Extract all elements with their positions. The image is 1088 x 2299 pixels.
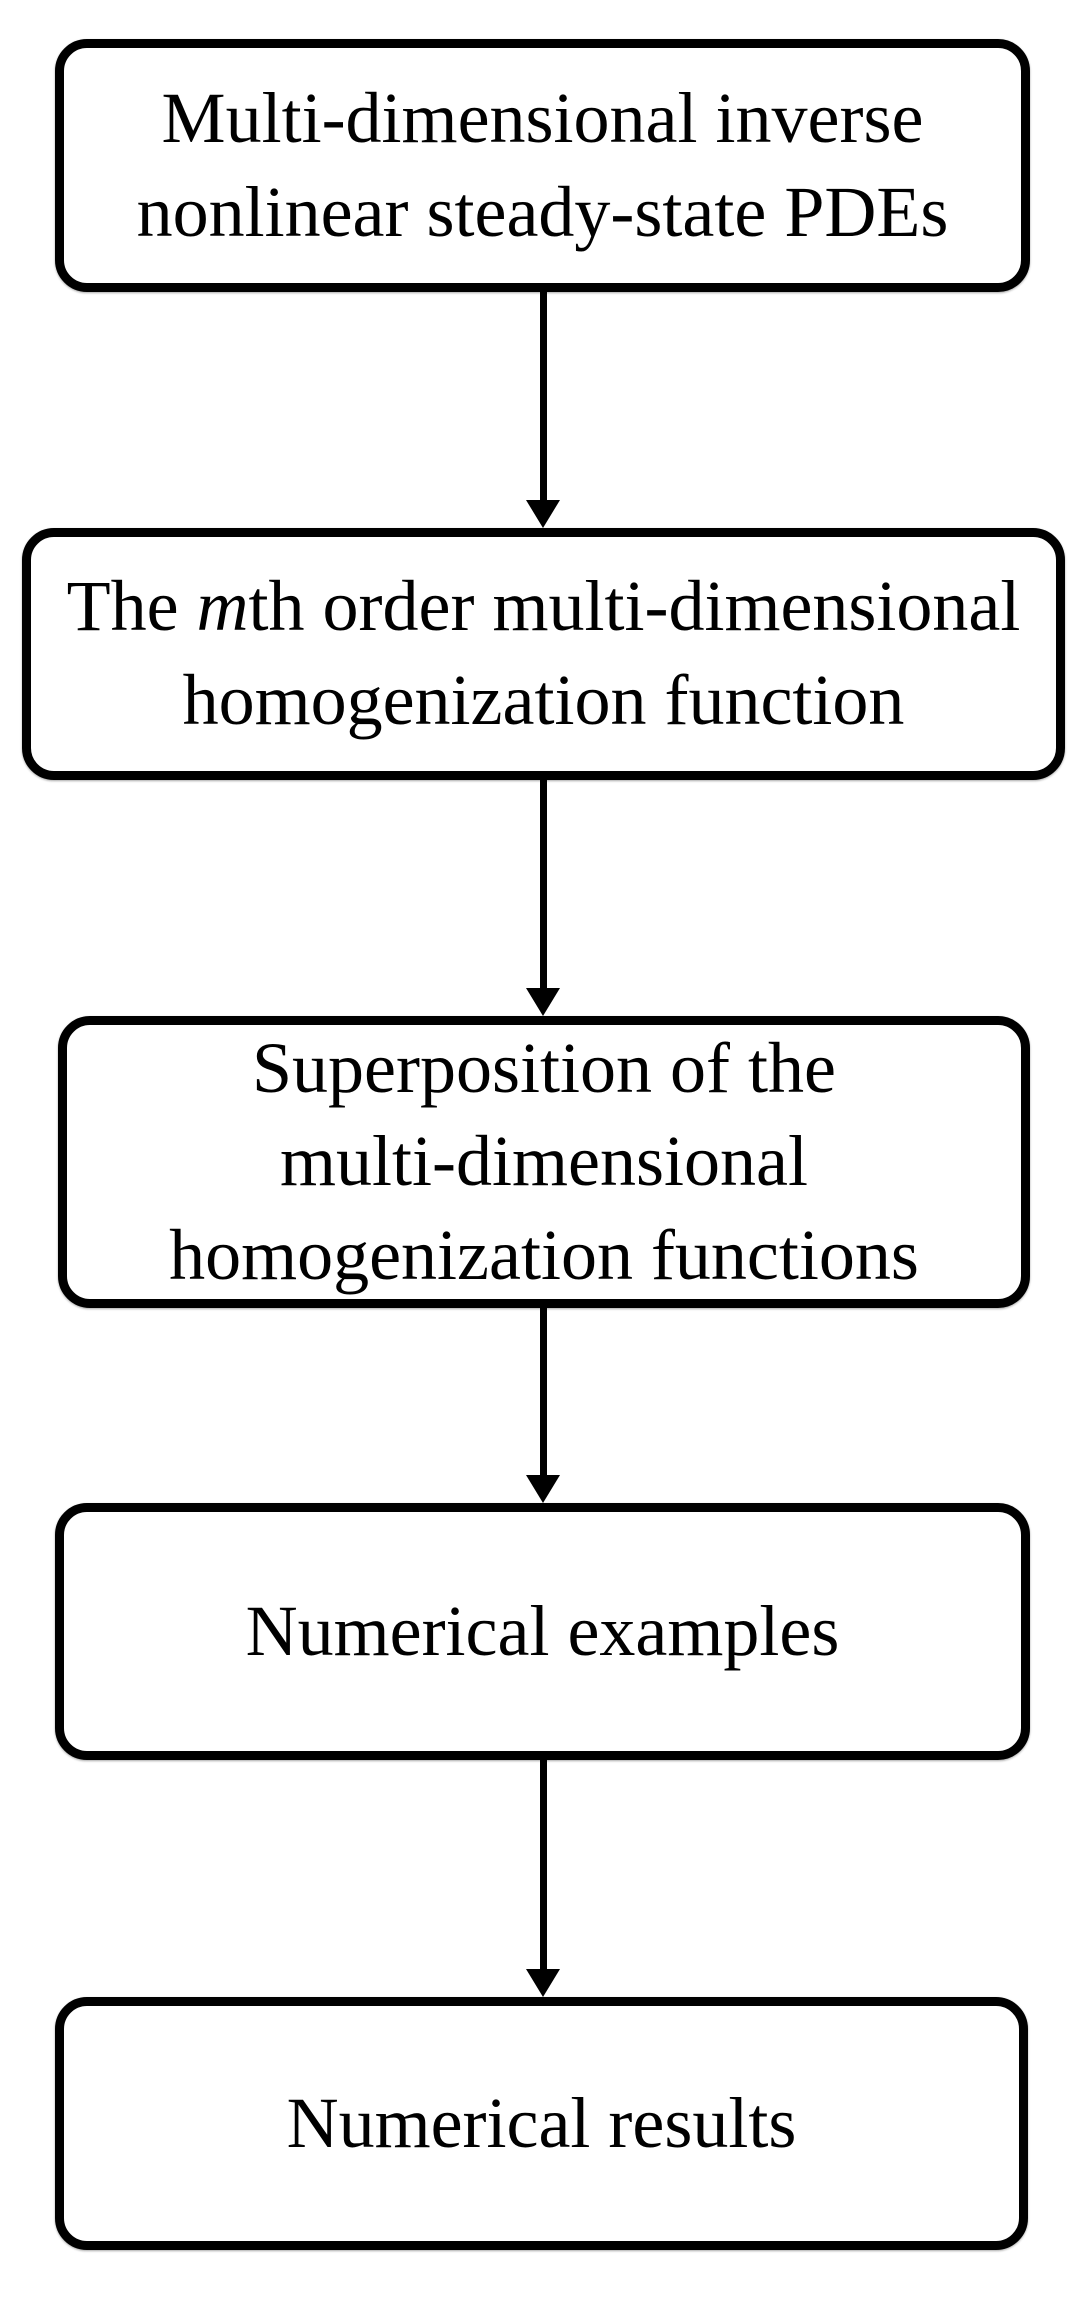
flowchart-box-numerical-results: Numerical results — [55, 1997, 1028, 2250]
arrow-shaft — [539, 1760, 547, 1969]
arrow-shaft — [539, 1308, 547, 1475]
down-arrow-icon — [526, 1308, 560, 1503]
box-label-numerical-examples: Numerical examples — [245, 1590, 840, 1671]
arrow-head — [526, 1475, 560, 1503]
down-arrow-icon — [526, 292, 560, 528]
arrow-head — [526, 988, 560, 1016]
box-label-numerical-results: Numerical results — [286, 2082, 797, 2163]
flowchart-box-numerical-examples: Numerical examples — [55, 1503, 1030, 1760]
down-arrow-icon — [526, 1760, 560, 1997]
arrow-shaft — [539, 292, 547, 500]
down-arrow-icon — [526, 780, 560, 1016]
arrow-head — [526, 500, 560, 528]
arrow-shaft — [539, 780, 547, 988]
arrow-head — [526, 1969, 560, 1997]
